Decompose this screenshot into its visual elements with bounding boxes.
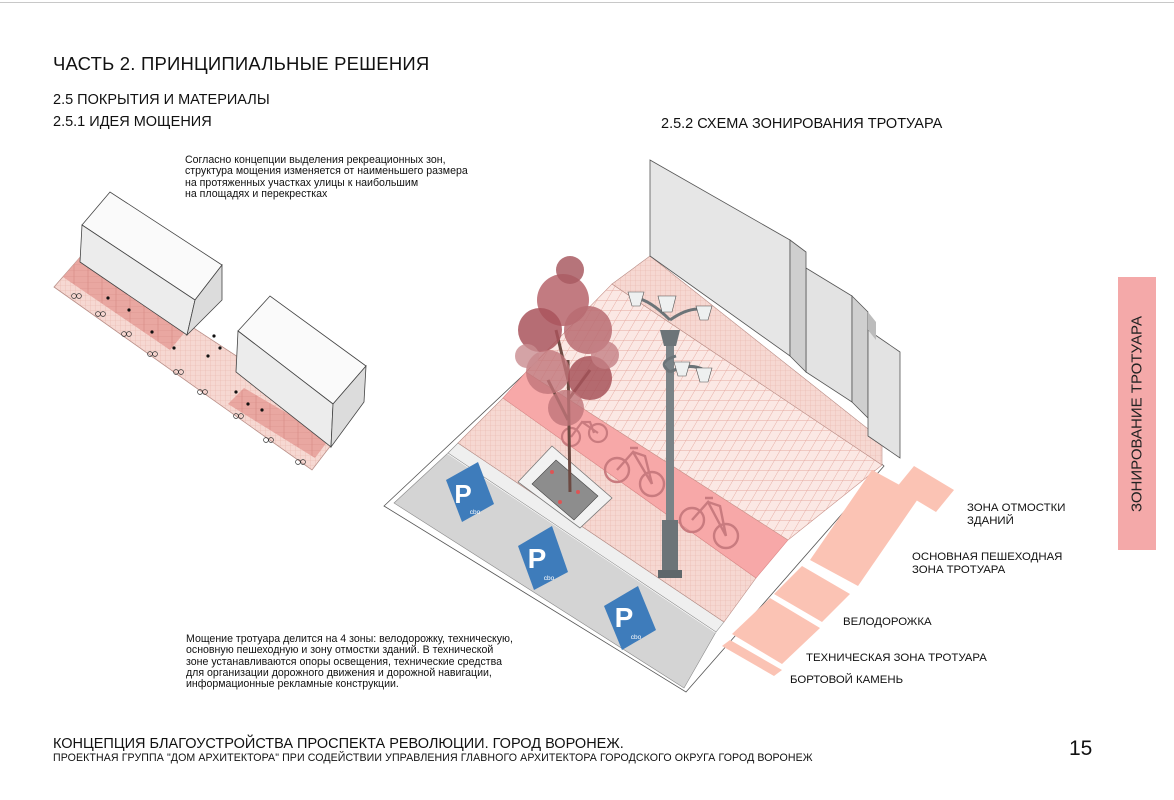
bike-racks [71,293,306,465]
zoning-description-line: для организации дорожного движения и дор… [186,666,492,679]
parking-letter: P [528,543,547,574]
zoning-description-line: информационные рекламные конструкции. [186,678,399,691]
tree-grate [531,459,599,521]
building-facade [868,312,876,340]
zone-strip-bike [774,566,850,622]
parking-sign: P cbo [446,462,494,522]
paving-description-line: на площадях и перекрестках [185,187,328,200]
bollards [106,296,264,412]
paving-description-line: на протяженных участках улицы к наибольш… [185,176,419,189]
zone-strip-building [896,466,954,512]
side-tab-label: ЗОНИРОВАНИЕ ТРОТУАРА [1128,315,1146,512]
zoning-description: Мощение тротуара делится на 4 зоны: вело… [186,633,513,691]
parking-letter: P [615,602,634,633]
zone-label-line: ЗОНА ОТМОСТКИ [967,502,1066,514]
zone-label-line: ОСНОВНАЯ ПЕШЕХОДНАЯ [912,551,1063,563]
parking-sub: cbo [631,634,642,641]
zone-strip-technical [732,598,820,664]
zoning-description-line: основную пешеходную и зону отмостки здан… [186,644,494,657]
tree [515,256,619,493]
section-title: 2.5 ПОКРЫТИЯ И МАТЕРИАЛЫ [53,92,270,108]
zone-label-line: ЗОНА ТРОТУАРА [912,564,1006,576]
zone-strips [722,466,954,676]
parking-sign: P cbo [518,526,568,590]
bicycle-icon [603,446,666,498]
footer-subtitle: ПРОЕКТНАЯ ГРУППА "ДОМ АРХИТЕКТОРА" ПРИ С… [53,752,813,764]
side-tab: ЗОНИРОВАНИЕ ТРОТУАРА [1118,277,1156,550]
paving-description-line: Согласно концепции выделения рекреационн… [185,154,446,166]
building-facade [805,267,853,403]
building-facade [851,295,869,419]
building-block [330,364,367,449]
paving-idea-diagram [53,191,367,471]
brick-band [63,255,190,350]
zoning-description-line: зоне устанавливаются опоры освещения, те… [186,655,503,668]
zone-strip-pedestrian [810,470,920,586]
zone-strip-curb [722,640,782,676]
top-rule [0,2,1174,3]
paving-description-line: структура мощения изменяется от наименьш… [185,165,468,178]
brick-band [228,388,330,458]
zone-label-bike-lane: ВЕЛОДОРОЖКА [843,616,932,628]
building-facade [789,239,807,373]
bicycle-icon [560,420,609,448]
page-title: ЧАСТЬ 2. ПРИНЦИПИАЛЬНЫЕ РЕШЕНИЯ [53,53,430,74]
parking-sub: cbo [544,575,555,582]
page-number: 15 [1069,737,1093,760]
subsection-title-paving: 2.5.1 ИДЕЯ МОЩЕНИЯ [53,114,212,130]
street-lamp [627,291,713,578]
zoning-scheme: P cbo P cbo P cbo [383,159,954,693]
parking-sub: cbo [470,509,481,516]
paving-description: Согласно концепции выделения рекреационн… [185,154,468,200]
zone-label-line: ЗДАНИЙ [967,515,1014,527]
zoning-description-line: Мощение тротуара делится на 4 зоны: вело… [186,633,513,645]
zone-label-building: ЗОНА ОТМОСТКИ ЗДАНИЙ [967,502,1065,528]
building-block [186,263,223,337]
parking-sign: P cbo [604,586,656,650]
building-facade [867,329,901,459]
zone-label-curb: БОРТОВОЙ КАМЕНЬ [790,674,904,686]
subsection-title-zoning: 2.5.2 СХЕМА ЗОНИРОВАНИЯ ТРОТУАРА [661,116,943,132]
footer-title: КОНЦЕПЦИЯ БЛАГОУСТРОЙСТВА ПРОСПЕКТА РЕВО… [53,736,624,752]
zone-label-pedestrian: ОСНОВНАЯ ПЕШЕХОДНАЯ ЗОНА ТРОТУАРА [912,551,1062,577]
bicycle-icon [678,496,740,550]
parking-letter: P [454,479,471,509]
zone-label-technical: ТЕХНИЧЕСКАЯ ЗОНА ТРОТУАРА [806,652,987,664]
